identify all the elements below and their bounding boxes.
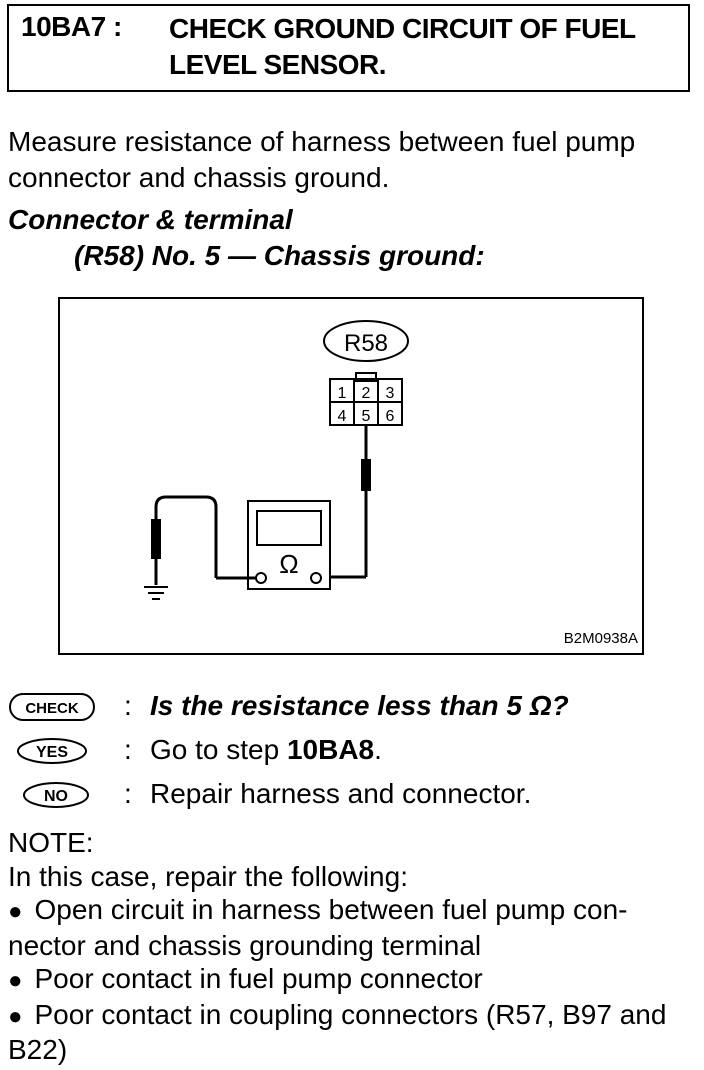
figure-code: B2M0938A: [564, 630, 638, 647]
connector-label: R58: [344, 330, 388, 357]
note-item: ●Open circuit in harness between fuel pu…: [8, 893, 698, 962]
note-item-text: Open circuit in harness between fuel pum…: [8, 894, 628, 961]
terminal-3: 3: [386, 385, 395, 402]
connector-spec: (R58) No. 5 — Chassis ground:: [74, 240, 485, 271]
terminal-5: 5: [362, 408, 371, 425]
yes-badge-label: YES: [36, 744, 68, 761]
bullet-icon: ●: [8, 898, 23, 925]
yes-text-suffix: .: [374, 734, 382, 765]
yes-badge: YES: [17, 738, 87, 764]
wiring-diagram-svg: R58 1 2 3 4 5 6 Ω: [144, 320, 638, 647]
connector-heading: Connector & terminal: [8, 204, 293, 235]
bullet-icon: ●: [8, 967, 23, 994]
terminal-6: 6: [386, 408, 395, 425]
no-badge: NO: [23, 782, 89, 808]
note-block: NOTE: In this case, repair the following…: [8, 826, 698, 1067]
step-id: 10BA7 :: [21, 11, 122, 42]
note-item-text: Poor contact in coupling connectors (R57…: [8, 998, 667, 1066]
terminal-4: 4: [338, 408, 347, 425]
instruction-text: Measure resistance of harness between fu…: [8, 126, 636, 193]
probe-lead-left: [151, 495, 256, 585]
yes-text-prefix: Go to step: [150, 734, 287, 765]
note-item: ● Poor contact in fuel pump connector: [8, 962, 698, 998]
check-badge: CHECK: [9, 693, 95, 721]
step-title: CHECK GROUND CIRCUIT OF FUEL LEVEL SENSO…: [169, 13, 636, 80]
note-item-text: Poor contact in fuel pump connector: [34, 963, 483, 994]
check-question: Is the resistance less than 5 Ω?: [150, 690, 569, 721]
ohm-symbol: Ω: [279, 549, 298, 579]
terminal-1: 1: [338, 385, 347, 402]
connector-r58: 1 2 3 4 5 6: [329, 372, 403, 426]
note-intro: In this case, repair the following:: [8, 860, 408, 892]
terminal-2: 2: [362, 385, 371, 402]
check-colon: :: [124, 690, 132, 721]
yes-colon: :: [124, 734, 132, 765]
wiring-diagram: R58 1 2 3 4 5 6 Ω: [58, 297, 644, 655]
check-badge-label: CHECK: [25, 700, 79, 717]
ohmmeter: Ω: [247, 500, 331, 590]
yes-text: Go to step 10BA8.: [150, 734, 382, 766]
note-label: NOTE:: [8, 827, 94, 858]
yes-step-ref: 10BA8: [286, 734, 375, 765]
connector-label-ellipse: [323, 320, 409, 362]
bullet-icon: ●: [8, 1002, 23, 1030]
chassis-ground-symbol: [144, 586, 168, 600]
no-badge-label: NO: [44, 788, 68, 805]
step-header: 10BA7 : CHECK GROUND CIRCUIT OF FUEL LEV…: [7, 4, 690, 92]
no-text: Repair harness and connector.: [150, 778, 532, 809]
note-item: ●Poor contact in coupling connectors (R5…: [8, 998, 698, 1067]
no-colon: :: [124, 778, 132, 809]
